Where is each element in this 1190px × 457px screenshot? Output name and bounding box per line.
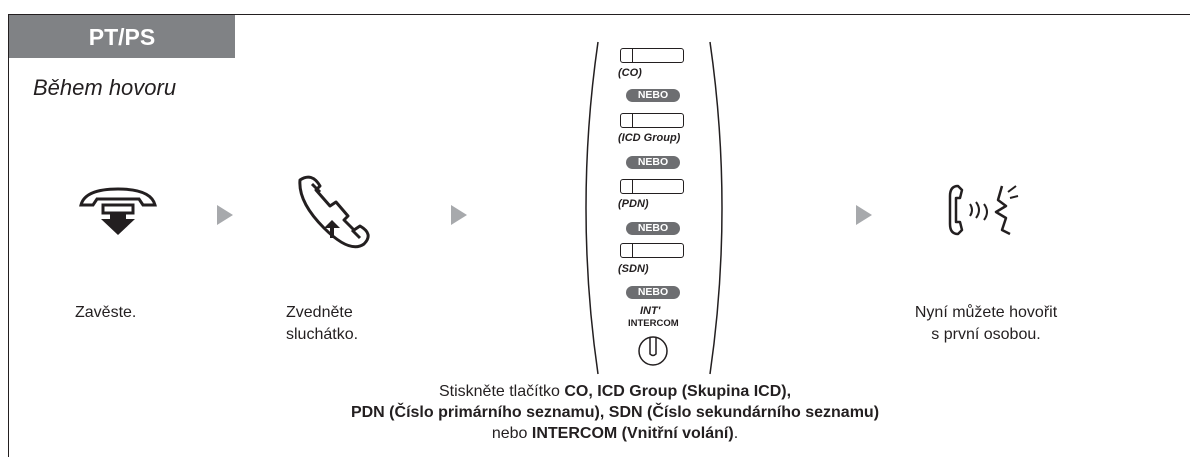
or-badge: NEBO <box>626 156 680 169</box>
instruction-text-part: Stiskněte tlačítko <box>438 383 565 400</box>
intercom-label: INTERCOM <box>628 318 679 329</box>
talk-icon <box>948 184 1019 236</box>
caption-line: sluchátko. <box>286 326 359 343</box>
instruction-text-part: . <box>733 425 739 442</box>
or-badge: NEBO <box>626 286 680 299</box>
device-tab-label: PT/PS <box>88 24 156 50</box>
co-key[interactable] <box>620 48 684 63</box>
pdn-key-label: (PDN) <box>618 198 649 210</box>
icd-group-key-label: (ICD Group) <box>618 132 681 144</box>
instruction-text-bold: CO, ICD Group (Skupina ICD), <box>564 383 792 400</box>
hang-up-icon <box>79 187 157 235</box>
off-hook-icon <box>298 175 370 249</box>
or-badge: NEBO <box>626 222 680 235</box>
caption-line: s první osobou. <box>931 326 1041 343</box>
or-badge: NEBO <box>626 89 680 102</box>
instruction-text-bold: PDN (Číslo primárního seznamu), SDN (Čís… <box>350 404 880 421</box>
caption-line: Zavěste. <box>75 304 137 321</box>
step-3-caption: Nyní můžete hovořit s první osobou. <box>886 302 1086 346</box>
instruction-text: Stiskněte tlačítko CO, ICD Group (Skupin… <box>200 381 1030 444</box>
step-2-caption: Zvedněte sluchátko. <box>286 302 358 346</box>
caption-line: Zvedněte <box>286 304 353 321</box>
sdn-key-label: (SDN) <box>618 263 649 275</box>
co-key-label: (CO) <box>618 67 642 79</box>
pdn-key[interactable] <box>620 179 684 194</box>
device-tab: PT/PS <box>9 15 235 58</box>
intercom-button-icon[interactable] <box>636 334 670 368</box>
instruction-text-part: nebo <box>491 425 532 442</box>
flow-arrow <box>856 205 872 225</box>
instruction-text-bold: INTERCOM (Vnitřní volání) <box>531 425 734 442</box>
flow-arrow <box>217 205 233 225</box>
step-1-caption: Zavěste. <box>75 302 136 324</box>
icd-group-key[interactable] <box>620 113 684 128</box>
sdn-key[interactable] <box>620 243 684 258</box>
options-bracket-left <box>585 41 599 375</box>
options-bracket-right <box>709 41 723 375</box>
intercom-symbol: INT' <box>640 305 661 317</box>
context-label: Během hovoru <box>33 75 177 100</box>
flow-arrow <box>451 205 467 225</box>
procedure-frame <box>8 14 1190 457</box>
caption-line: Nyní můžete hovořit <box>914 304 1058 321</box>
